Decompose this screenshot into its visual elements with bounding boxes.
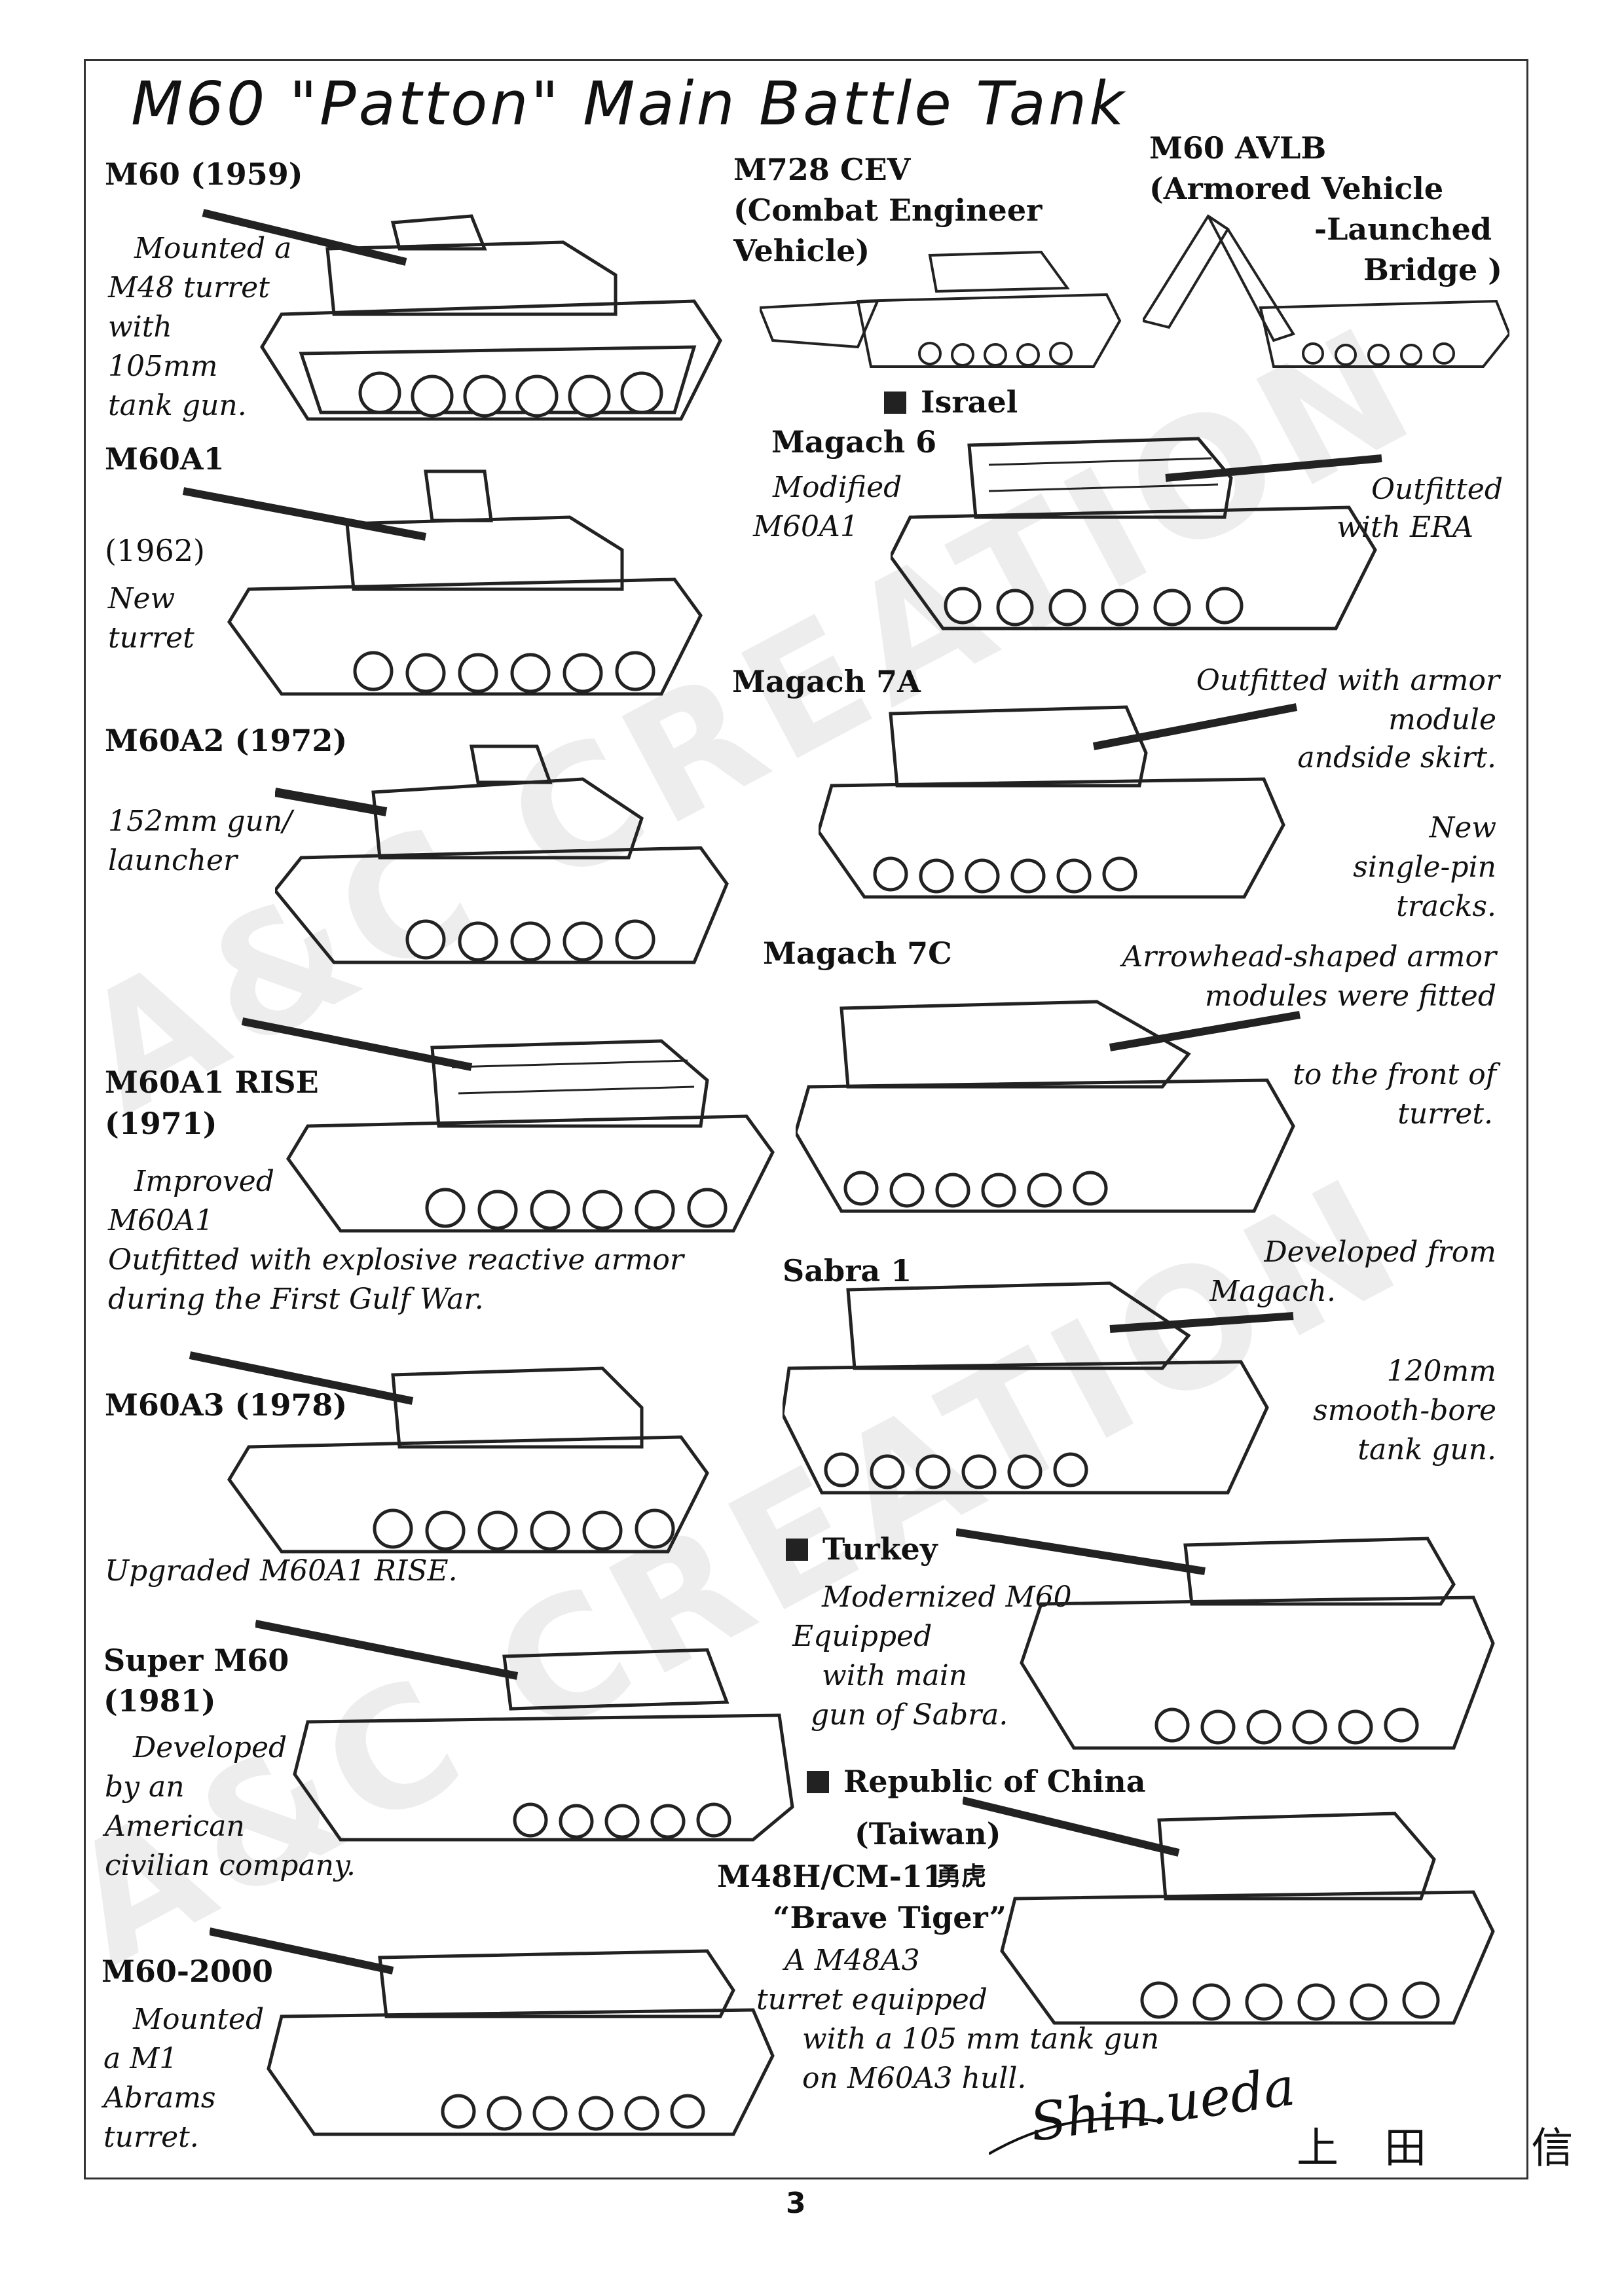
- roc-model: M48H/CM-11: [717, 1859, 944, 1894]
- magach7c-illustration: [796, 1000, 1301, 1213]
- magach7a-note2-1: New: [1429, 811, 1496, 845]
- magach6-desc-1: Modified: [773, 471, 902, 504]
- m60-illustration: [202, 209, 722, 421]
- magach7a-note-2: module: [1388, 703, 1496, 737]
- m60a3-label: M60A3 (1978): [105, 1387, 348, 1423]
- turkey-desc-1: Modernized M60: [822, 1580, 1072, 1614]
- m60a1-year: (1962): [105, 533, 205, 568]
- m60-desc-1: Mounted a: [134, 232, 292, 265]
- page-frame: [84, 59, 1528, 2179]
- m60a2-label: M60A2 (1972): [105, 723, 348, 758]
- m60a1-desc-2: turret: [108, 621, 194, 655]
- sabra-note-2: Magach.: [1209, 1275, 1336, 1308]
- superm60-desc-4: civilian company.: [105, 1849, 356, 1882]
- magach7c-note-2: modules were fitted: [1204, 979, 1496, 1013]
- magach6-label: Magach 6: [771, 424, 937, 460]
- superm60-label: Super M60: [103, 1643, 289, 1678]
- roc-sub: (Taiwan): [855, 1816, 1001, 1851]
- roc-desc-3: with a 105 mm tank gun: [802, 2022, 1160, 2056]
- magach6-note-1: Outfitted: [1371, 473, 1503, 506]
- page-number: 3: [786, 2187, 806, 2220]
- m60-desc-4: 105mm: [108, 350, 218, 383]
- roc-desc-1: A M48A3: [784, 1944, 920, 1977]
- turkey-illustration: [956, 1528, 1495, 1750]
- sabra-illustration: [783, 1281, 1294, 1495]
- roc-name: “Brave Tiger”: [773, 1900, 1006, 1935]
- m60-label: M60 (1959): [105, 156, 303, 192]
- m60a1-illustration: [182, 469, 703, 696]
- roc-illustration: [963, 1796, 1495, 2025]
- avlb-label-4: Bridge ): [1363, 252, 1502, 287]
- turkey-desc-4: gun of Sabra.: [811, 1698, 1008, 1732]
- superm60-year: (1981): [103, 1683, 216, 1719]
- turkey-desc-2: Equipped: [792, 1620, 932, 1653]
- page-title: M60 "Patton" Main Battle Tank: [131, 69, 1127, 139]
- roc-model-cn: 勇虎: [936, 1861, 987, 1891]
- magach7c-note2-1: to the front of: [1293, 1058, 1496, 1091]
- sabra-note2-2: smooth-bore: [1313, 1394, 1496, 1427]
- m60a2-desc-2: launcher: [108, 844, 238, 877]
- magach6-illustration: [891, 437, 1382, 630]
- magach7c-note-1: Arrowhead-shaped armor: [1122, 940, 1496, 974]
- magach7c-label: Magach 7C: [763, 936, 952, 971]
- m60a3-illustration: [189, 1351, 709, 1554]
- m60a1rise-desc-3: Outfitted with explosive reactive armor: [108, 1243, 684, 1277]
- cev-label-2: (Combat Engineer: [733, 192, 1043, 228]
- m60a1-label: M60A1: [105, 441, 225, 477]
- superm60-desc-3: American: [105, 1810, 245, 1843]
- avlb-label-2: (Armored Vehicle: [1149, 171, 1444, 206]
- roc-heading: Republic of China: [807, 1761, 1146, 1802]
- m60a1rise-desc-1: Improved: [134, 1165, 274, 1198]
- m60-desc-2: M48 turret: [108, 271, 270, 304]
- m60a1rise-year: (1971): [105, 1106, 217, 1141]
- m60a1rise-label: M60A1 RISE: [105, 1065, 319, 1100]
- magach7a-note-1: Outfitted with armor: [1196, 664, 1500, 697]
- m602000-desc-3: Abrams: [103, 2081, 216, 2115]
- m60a1-desc-1: New: [108, 582, 175, 615]
- sabra-note2-1: 120mm: [1386, 1355, 1496, 1388]
- cev-illustration: [760, 250, 1122, 368]
- artist-name-kanji: 上田 信: [1297, 2124, 1619, 2173]
- artist-signature: Shin.ueda: [989, 2056, 1299, 2155]
- m602000-desc-2: a M1: [103, 2042, 178, 2075]
- m602000-illustration: [210, 1927, 775, 2136]
- avlb-label-3: -Launched: [1314, 211, 1492, 247]
- roc-desc-2: turret equipped: [756, 1983, 987, 2016]
- sabra-note-1: Developed from: [1264, 1235, 1496, 1269]
- magach7a-note2-2: single-pin: [1353, 850, 1496, 884]
- m60-desc-3: with: [108, 310, 172, 344]
- m60a1rise-desc-4: during the First Gulf War.: [108, 1283, 484, 1316]
- magach7a-label: Magach 7A: [732, 664, 921, 699]
- turkey-desc-3: with main: [822, 1659, 968, 1692]
- superm60-illustration: [255, 1620, 794, 1842]
- superm60-desc-2: by an: [105, 1770, 185, 1804]
- roc-desc-4: on M60A3 hull.: [802, 2062, 1027, 2095]
- m60a1rise-desc-2: M60A1: [108, 1204, 213, 1237]
- m60-desc-5: tank gun.: [108, 389, 247, 422]
- m602000-desc-1: Mounted: [133, 2003, 265, 2036]
- turkey-heading: Turkey: [786, 1529, 938, 1569]
- magach7a-note-3: andside skirt.: [1297, 741, 1496, 774]
- m60a3-desc: Upgraded M60A1 RISE.: [105, 1554, 458, 1588]
- m60a2-desc-1: 152mm gun/: [108, 805, 293, 838]
- avlb-label-1: M60 AVLB: [1149, 130, 1327, 166]
- israel-heading: Israel: [884, 382, 1018, 422]
- cev-label-1: M728 CEV: [733, 152, 911, 187]
- avlb-illustration: [1143, 214, 1509, 368]
- m602000-desc-4: turret.: [103, 2121, 199, 2154]
- svg-text:Shin.ueda: Shin.ueda: [1026, 2056, 1299, 2153]
- m60a2-illustration: [275, 744, 729, 964]
- m602000-label: M60-2000: [101, 1954, 274, 1989]
- magach7a-illustration: [819, 703, 1298, 899]
- magach7a-note2-3: tracks.: [1396, 890, 1496, 923]
- cev-label-3: Vehicle): [733, 233, 870, 268]
- magach7c-note2-2: turret.: [1397, 1097, 1493, 1131]
- superm60-desc-1: Developed: [133, 1731, 287, 1764]
- sabra-label: Sabra 1: [783, 1253, 912, 1288]
- magach6-desc-2: M60A1: [753, 510, 858, 543]
- m60a1rise-illustration: [241, 1017, 775, 1233]
- sabra-note2-3: tank gun.: [1357, 1433, 1496, 1467]
